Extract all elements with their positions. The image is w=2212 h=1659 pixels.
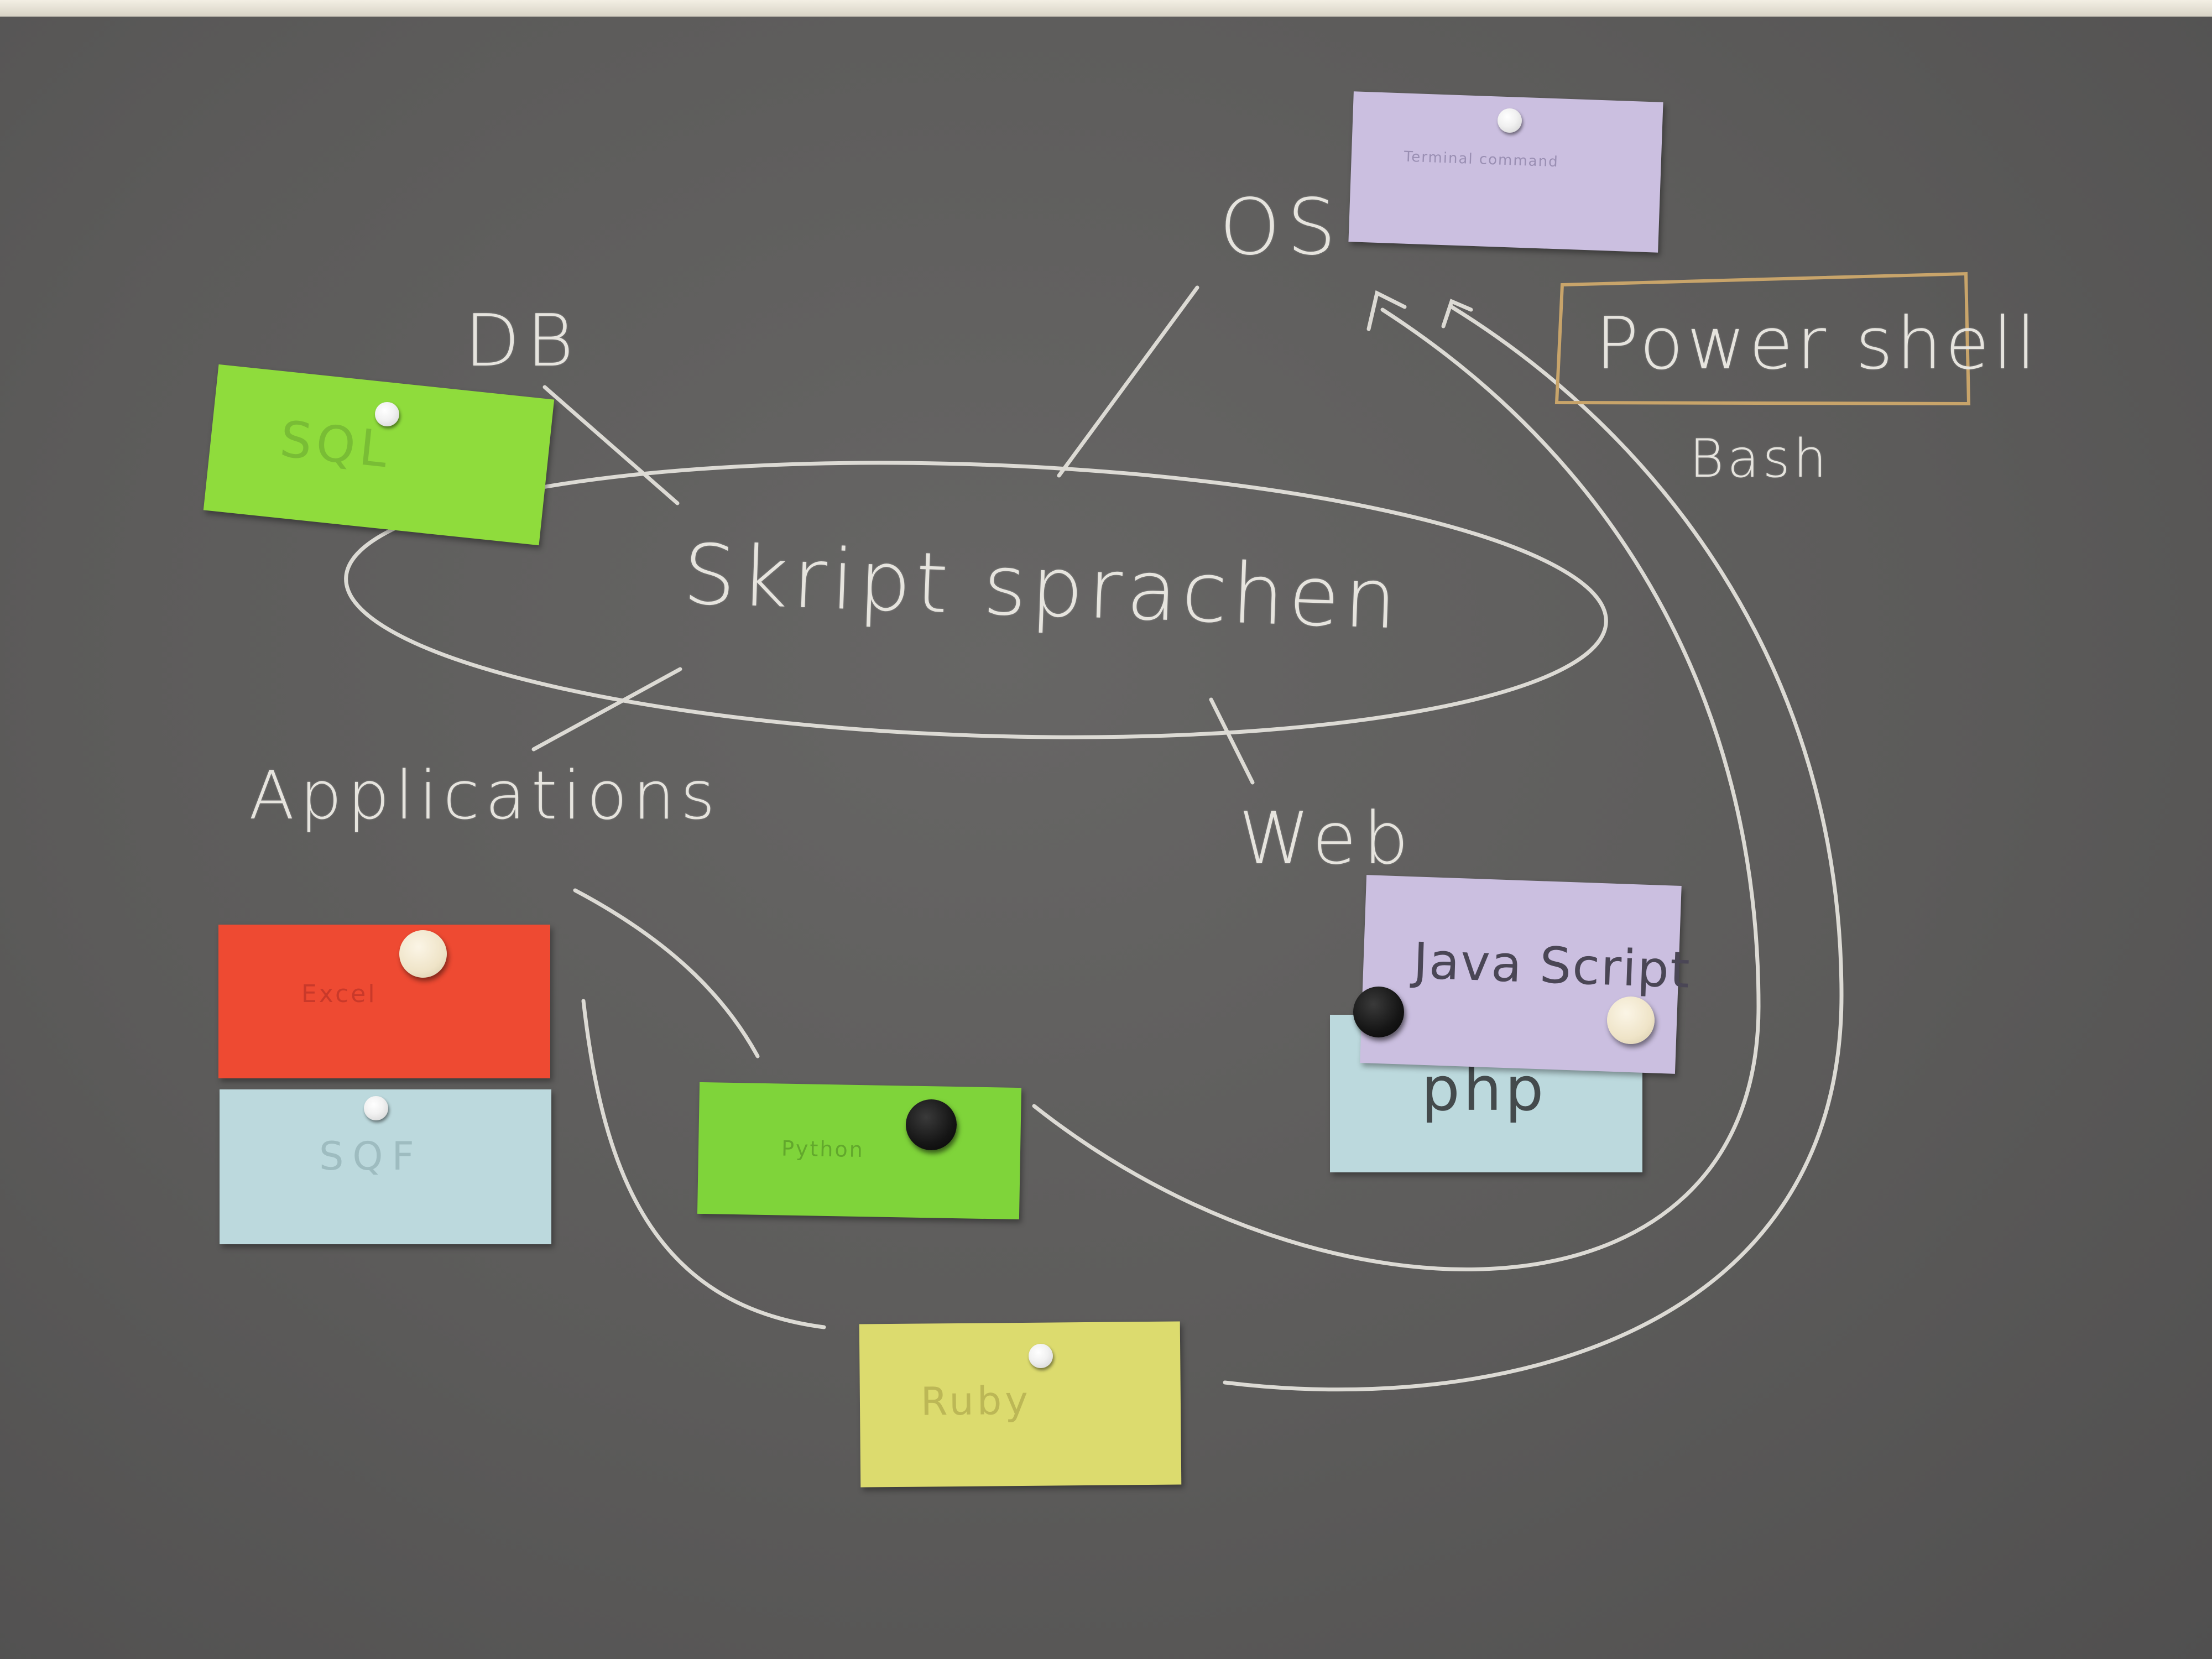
center-ellipse [344, 461, 1608, 739]
card-terminal-text: Terminal command [1404, 148, 1559, 171]
line-db [542, 385, 680, 505]
label-db: DB [465, 299, 581, 383]
magnet-icon [364, 1096, 388, 1120]
magnet-icon [1607, 997, 1655, 1044]
line-applications-python [573, 888, 760, 1058]
label-os: OS [1219, 182, 1343, 273]
card-ruby: Ruby [859, 1321, 1182, 1488]
line-applications-ruby [581, 999, 826, 1329]
magnet-icon [906, 1099, 957, 1150]
magnet-icon [375, 402, 399, 426]
magnet-icon [399, 930, 447, 978]
card-python-text: Python [781, 1136, 865, 1162]
card-python: Python [697, 1082, 1022, 1220]
card-ruby-text: Ruby [920, 1378, 1032, 1425]
line-applications [531, 667, 682, 752]
arrow-python-os [1032, 307, 1761, 1271]
label-applications: Applications [249, 758, 721, 834]
card-javascript: Java Script [1360, 875, 1692, 1074]
magnet-icon [1029, 1344, 1053, 1368]
magnet-icon [1353, 987, 1404, 1037]
board-frame [0, 0, 2212, 17]
powershell-box [1554, 272, 1971, 406]
arrowhead-1 [1366, 290, 1407, 331]
card-javascript-text: Java Script [1412, 932, 1692, 1000]
magnet-icon [1498, 108, 1522, 133]
card-excel-text: Excel [301, 980, 377, 1008]
arrowhead-2 [1441, 299, 1473, 328]
label-web: Web [1239, 796, 1416, 880]
arrow-ruby-os [1223, 305, 1844, 1392]
card-excel: Excel [218, 925, 550, 1078]
line-os [1057, 285, 1199, 478]
line-web [1209, 697, 1255, 785]
label-powershell: Power shell [1595, 301, 2039, 385]
label-bash: Bash [1689, 429, 1830, 489]
card-sqf-text: SQF [319, 1134, 423, 1179]
